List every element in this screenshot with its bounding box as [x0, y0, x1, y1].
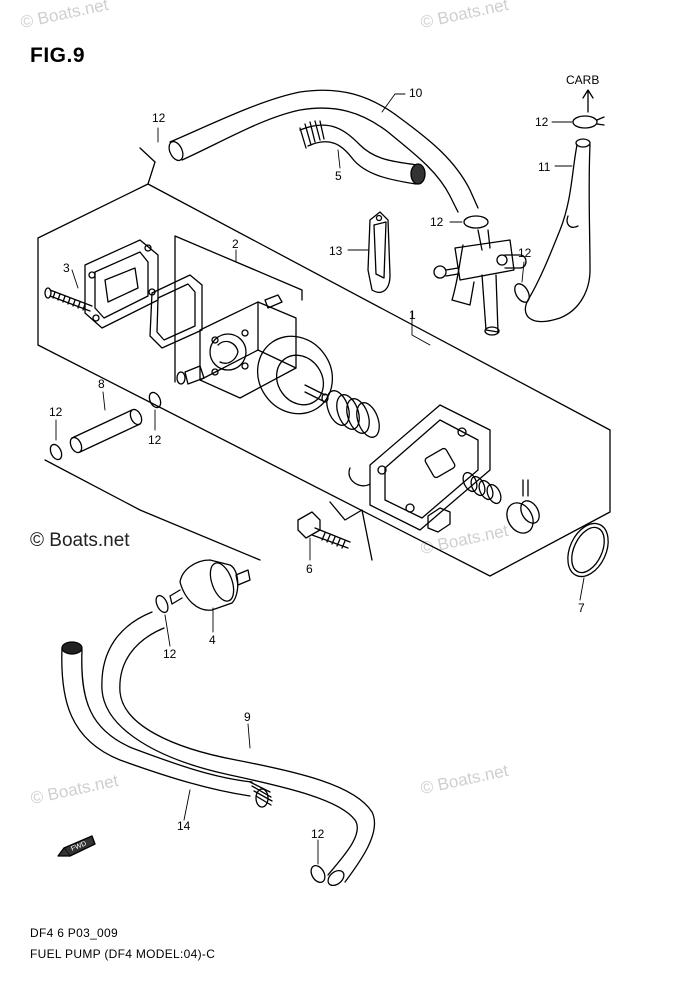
- carb-label: CARB: [566, 73, 599, 87]
- part-label-12: 12: [311, 827, 325, 841]
- part-label-13: 13: [329, 244, 343, 258]
- clip-12-carb: [572, 115, 605, 129]
- gasket: [149, 274, 203, 349]
- part-2-outline: [174, 235, 303, 383]
- figure-code: DF4 6 P03_009: [30, 926, 118, 940]
- clip-12-right: [514, 283, 530, 303]
- hose-11: [524, 138, 591, 323]
- part-labels: 12 10 5 12 11 12 13 12 2 3 1 8 12 12 6 7…: [49, 73, 599, 853]
- part-label-6: 6: [306, 562, 313, 576]
- part-label-12: 12: [535, 115, 549, 129]
- clip-12-upper: [463, 215, 489, 229]
- hose-14: [61, 641, 273, 808]
- part-label-12: 12: [163, 647, 177, 661]
- screw-3: [44, 287, 93, 312]
- watermark-copyright: © Boats.net: [30, 530, 130, 551]
- part-label-11: 11: [538, 160, 551, 174]
- fuel-valve: [433, 229, 527, 336]
- clip-12-lower: [155, 594, 169, 614]
- lower-outline: [44, 459, 261, 561]
- o-ring-7: [567, 522, 609, 578]
- part-label-12: 12: [152, 111, 166, 125]
- cap: [506, 500, 540, 534]
- break-line: [329, 501, 373, 561]
- part-label-14: 14: [177, 819, 191, 833]
- clip-12-left: [49, 443, 63, 461]
- diaphragm: [256, 335, 334, 415]
- part-label-2: 2: [232, 237, 239, 251]
- pin: [522, 479, 529, 497]
- part-label-12: 12: [518, 246, 532, 260]
- part-label-12: 12: [49, 405, 63, 419]
- bolt-cap: [348, 467, 371, 487]
- part-label-4: 4: [209, 633, 216, 647]
- figure-title: FIG.9: [30, 44, 86, 67]
- hose-10: [168, 89, 479, 213]
- clip-12-bottom: [310, 864, 326, 884]
- figure-caption: FUEL PUMP (DF4 MODEL:04)-C: [30, 947, 216, 961]
- pump-cover: [369, 404, 491, 531]
- part-label-12: 12: [148, 433, 162, 447]
- carb-arrow: [582, 89, 594, 113]
- nut: [427, 507, 451, 533]
- part-label-5: 5: [335, 169, 342, 183]
- hose-9: [101, 611, 376, 887]
- hose-5: [299, 120, 426, 185]
- part-label-8: 8: [98, 377, 105, 391]
- fuel-filter-4: [169, 559, 251, 611]
- part-label-9: 9: [244, 710, 251, 724]
- part-label-12: 12: [430, 215, 444, 229]
- fwd-arrow-icon: [57, 835, 96, 857]
- clip-12-left-2: [148, 391, 162, 409]
- spring-large: [326, 390, 380, 438]
- spring-small: [462, 471, 502, 505]
- part-label-10: 10: [409, 86, 423, 100]
- part-label-3: 3: [63, 261, 70, 275]
- part-label-7: 7: [578, 601, 585, 615]
- pump-assembly-outline: [37, 147, 611, 577]
- pump-body: [176, 294, 297, 399]
- leader-lines: [55, 93, 585, 865]
- tube-8: [69, 408, 143, 454]
- part-label-1: 1: [409, 308, 416, 322]
- bolt-6: [297, 511, 351, 549]
- cover-plate: [84, 239, 159, 329]
- bracket-13: [367, 211, 391, 293]
